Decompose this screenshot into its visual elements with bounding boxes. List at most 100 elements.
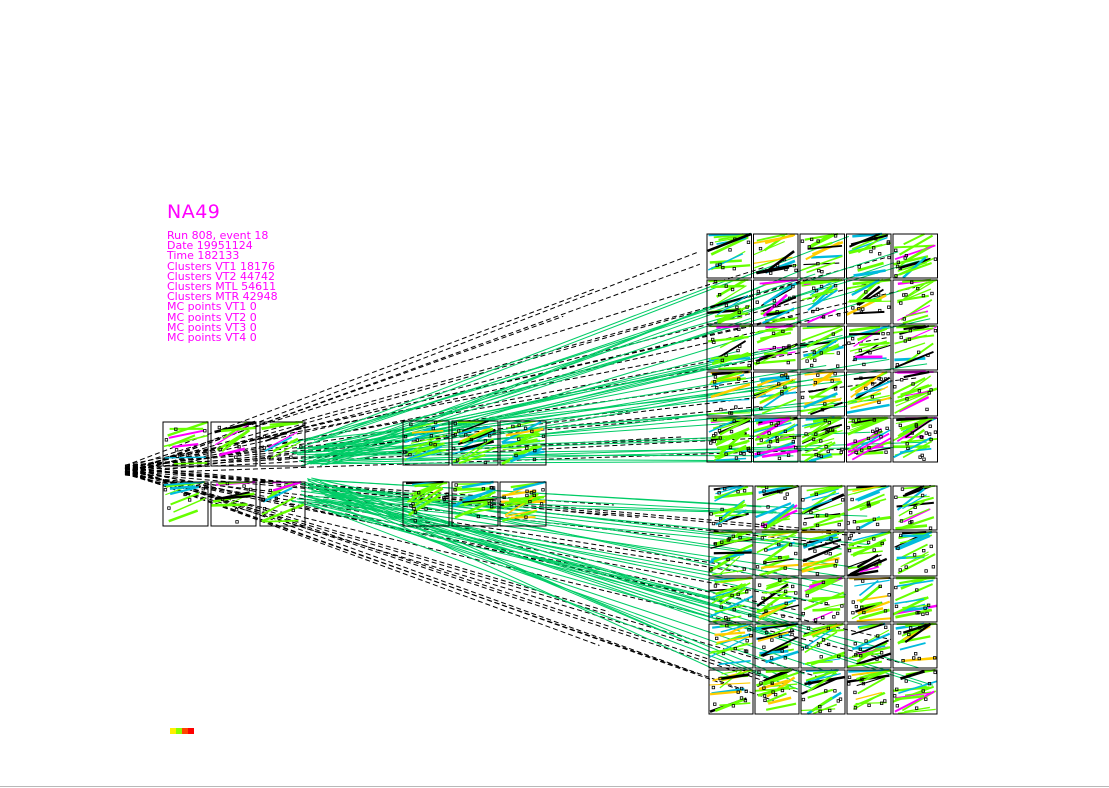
cluster-point [220, 497, 225, 501]
cluster-point [780, 389, 784, 394]
fitted-track [302, 364, 827, 452]
cluster-point [929, 544, 933, 549]
cluster-point [742, 489, 747, 493]
cluster-stroke [759, 386, 798, 405]
cluster-point [745, 305, 749, 309]
cluster-point [756, 451, 761, 456]
cluster-stroke [719, 556, 741, 575]
cluster-point [517, 437, 521, 441]
cluster-stroke [410, 435, 446, 444]
cluster-point [887, 255, 891, 260]
fitted-track [326, 485, 810, 546]
dashed-track [124, 468, 609, 613]
cluster-point [721, 265, 725, 270]
cluster-point [237, 452, 242, 457]
cluster-stroke [851, 623, 885, 636]
cluster-stroke [761, 307, 795, 325]
cluster-stroke [715, 591, 749, 599]
cluster-stroke [264, 519, 299, 523]
cluster-stroke [707, 335, 749, 343]
fitted-track [320, 492, 923, 685]
detector-frame [259, 421, 306, 467]
cluster-point [899, 519, 904, 523]
cluster-stroke [807, 309, 837, 324]
cluster-point [174, 448, 179, 452]
cluster-point [887, 305, 891, 309]
cluster-stroke [857, 490, 881, 502]
cluster-point [724, 353, 728, 357]
cluster-point [539, 502, 544, 506]
dashed-track [124, 251, 699, 475]
cluster-point [765, 630, 769, 635]
cluster-stroke [457, 420, 488, 424]
fitted-track [306, 273, 816, 446]
cluster-point [910, 280, 914, 285]
cluster-point [433, 443, 437, 447]
cluster-point [715, 636, 719, 640]
fitted-track [327, 284, 765, 461]
cluster-point [878, 584, 882, 588]
fitted-track [307, 502, 799, 690]
cluster-point [289, 455, 293, 459]
cluster-point [717, 292, 722, 297]
cluster-stroke [407, 442, 445, 454]
cluster-point [902, 317, 906, 321]
cluster-stroke [464, 444, 486, 461]
cluster-point [810, 237, 814, 242]
cluster-point [921, 612, 925, 616]
detector-frame [892, 279, 938, 325]
cluster-stroke [894, 598, 925, 605]
cluster-point [874, 563, 878, 567]
detector-frame [846, 623, 892, 669]
cluster-stroke [714, 485, 744, 502]
cluster-point [832, 615, 836, 619]
cluster-stroke [852, 278, 891, 286]
cluster-stroke [851, 279, 880, 296]
cluster-point [824, 689, 828, 693]
cluster-point [713, 702, 717, 706]
cluster-stroke [858, 288, 884, 307]
cluster-stroke [804, 441, 836, 462]
cluster-point [403, 450, 407, 454]
cluster-point [740, 686, 744, 691]
cluster-stroke [845, 294, 887, 316]
cluster-point [914, 423, 918, 427]
fitted-track [302, 494, 724, 601]
cluster-stroke [897, 279, 938, 292]
detector-frame [892, 325, 938, 371]
cluster-point [762, 645, 766, 649]
cluster-point [834, 559, 839, 563]
cluster-stroke [756, 583, 789, 607]
detector-frame [210, 421, 257, 467]
cluster-stroke [903, 370, 930, 379]
cluster-point [924, 431, 928, 435]
fitted-track [292, 260, 920, 444]
cluster-stroke [849, 558, 881, 575]
detector-frame [753, 279, 799, 325]
cluster-point [790, 632, 794, 637]
cluster-point [803, 522, 807, 526]
cluster-point [712, 340, 716, 344]
cluster-stroke [168, 509, 199, 523]
cluster-stroke [859, 584, 882, 604]
cluster-point [709, 568, 713, 572]
cluster-point [541, 434, 546, 438]
cluster-point [830, 379, 834, 383]
cluster-stroke [454, 500, 491, 519]
cluster-point [805, 359, 809, 363]
cluster-point [262, 507, 267, 511]
cluster-stroke [811, 696, 833, 712]
cluster-point [905, 442, 909, 446]
cluster-point [819, 351, 823, 355]
cluster-stroke [168, 429, 204, 439]
cluster-point [724, 452, 728, 456]
cluster-stroke [899, 642, 926, 651]
cluster-point [929, 437, 933, 442]
cluster-point [839, 450, 843, 455]
cluster-stroke [848, 332, 881, 336]
cluster-point [724, 284, 728, 288]
cluster-point [860, 677, 864, 681]
cluster-point [875, 657, 879, 661]
cluster-point [826, 642, 831, 647]
detector-frame [754, 577, 800, 623]
